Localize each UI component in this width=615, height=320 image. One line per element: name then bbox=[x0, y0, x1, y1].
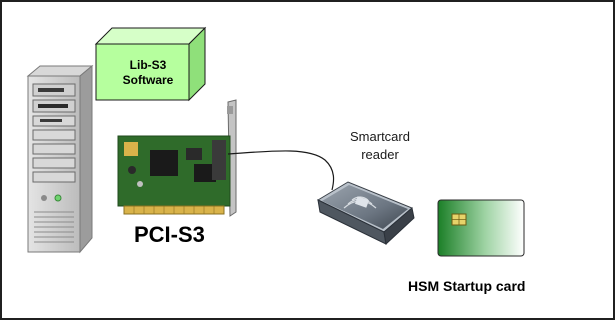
reader-label-line1: Smartcard bbox=[350, 129, 410, 144]
reader-label-line2: reader bbox=[361, 147, 399, 162]
smartcard-reader-icon bbox=[316, 181, 415, 245]
pci-card-icon bbox=[117, 99, 237, 217]
hsm-startup-card-icon bbox=[437, 199, 525, 257]
smartcard-reader-label: Smartcard reader bbox=[330, 128, 430, 164]
pc-tower-icon bbox=[26, 64, 94, 254]
software-box-line1: Lib-S3 bbox=[129, 58, 167, 72]
reader-cable bbox=[227, 150, 335, 191]
hsm-startup-card-label: HSM Startup card bbox=[408, 278, 526, 294]
software-box-icon bbox=[94, 26, 207, 102]
pci-card-label: PCI-S3 bbox=[134, 222, 205, 247]
software-box-line2: Software bbox=[122, 73, 174, 87]
software-box-label: Lib-S3 Software bbox=[103, 58, 193, 88]
